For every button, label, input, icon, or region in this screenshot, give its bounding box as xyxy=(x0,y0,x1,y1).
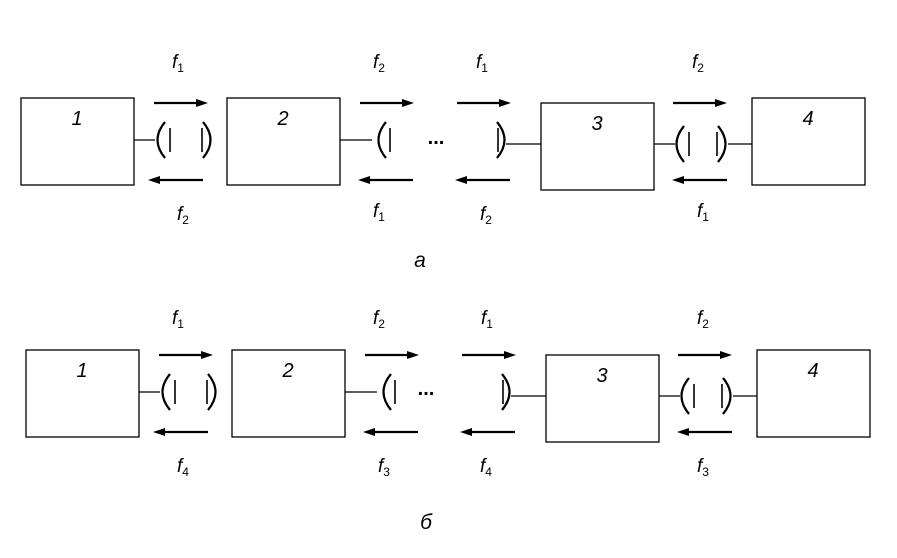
diagram-b: 1 2 3 4 f1 f4 f2 f3 xyxy=(25,308,871,534)
arrow-right-icon xyxy=(499,99,511,107)
antenna-dish-icon xyxy=(202,121,212,159)
station-box-2 xyxy=(226,97,341,186)
station-box-1 xyxy=(20,97,135,186)
station-box-1 xyxy=(25,349,140,438)
arrow-left-icon xyxy=(148,176,160,184)
antenna-dish-icon xyxy=(382,373,392,411)
antenna-dish-icon xyxy=(161,373,171,411)
forward-frequency-label: f2 xyxy=(373,52,385,75)
station-number: 4 xyxy=(807,360,818,382)
ellipsis: ... xyxy=(428,127,445,149)
station-number: 3 xyxy=(591,113,602,135)
antenna-dish-icon xyxy=(722,377,732,415)
arrow-left-icon xyxy=(460,428,472,436)
station-number: 2 xyxy=(281,360,293,382)
station-number: 3 xyxy=(596,365,607,387)
backward-frequency-label: f3 xyxy=(697,456,709,479)
forward-frequency-label: f2 xyxy=(373,308,385,331)
backward-frequency-label: f4 xyxy=(177,456,189,479)
backward-frequency-label: f3 xyxy=(378,456,390,479)
antenna-link-1: f1 f4 xyxy=(139,308,217,479)
antenna-dish-icon xyxy=(377,121,387,159)
arrow-left-icon xyxy=(455,176,467,184)
antenna-link-4: f2 f3 xyxy=(659,308,757,479)
antenna-dish-icon xyxy=(501,373,511,411)
antenna-link-4: f2 f1 xyxy=(654,52,752,224)
station-box-4 xyxy=(751,97,866,186)
diagram-a: 1 2 3 4 f1 f2 f2 f1 xyxy=(20,52,866,272)
forward-frequency-label: f1 xyxy=(172,308,184,331)
antenna-dish-icon xyxy=(680,377,690,415)
station-box-4 xyxy=(756,349,871,438)
backward-frequency-label: f4 xyxy=(480,456,492,479)
arrow-left-icon xyxy=(153,428,165,436)
antenna-dish-icon xyxy=(717,125,727,163)
antenna-link-3: f1 f2 xyxy=(455,52,541,227)
arrow-right-icon xyxy=(196,99,208,107)
station-number: 4 xyxy=(802,108,813,130)
forward-frequency-label: f2 xyxy=(692,52,704,75)
diagram-caption: а xyxy=(414,249,426,272)
backward-frequency-label: f2 xyxy=(177,204,189,227)
antenna-dish-icon xyxy=(156,121,166,159)
arrow-left-icon xyxy=(358,176,370,184)
antenna-dish-icon xyxy=(496,121,506,159)
arrow-right-icon xyxy=(715,99,727,107)
arrow-left-icon xyxy=(363,428,375,436)
antenna-link-2: f2 f3 xyxy=(345,308,419,479)
antenna-link-3: f1 f4 xyxy=(460,308,546,479)
arrow-right-icon xyxy=(402,99,414,107)
station-number: 1 xyxy=(76,360,87,382)
arrow-right-icon xyxy=(407,351,419,359)
forward-frequency-label: f1 xyxy=(172,52,184,75)
arrow-left-icon xyxy=(672,176,684,184)
forward-frequency-label: f1 xyxy=(476,52,488,75)
station-box-3 xyxy=(540,102,655,191)
backward-frequency-label: f1 xyxy=(373,201,385,224)
forward-frequency-label: f2 xyxy=(697,308,709,331)
antenna-link-1: f1 f2 xyxy=(134,52,212,227)
antenna-link-2: f2 f1 xyxy=(340,52,414,224)
forward-frequency-label: f1 xyxy=(481,308,493,331)
arrow-right-icon xyxy=(201,351,213,359)
station-number: 2 xyxy=(276,108,288,130)
station-number: 1 xyxy=(71,108,82,130)
antenna-dish-icon xyxy=(675,125,685,163)
backward-frequency-label: f1 xyxy=(697,201,709,224)
ellipsis: ... xyxy=(418,378,435,400)
arrow-left-icon xyxy=(677,428,689,436)
antenna-dish-icon xyxy=(207,373,217,411)
station-box-3 xyxy=(545,354,660,443)
station-box-2 xyxy=(231,349,346,438)
backward-frequency-label: f2 xyxy=(480,204,492,227)
arrow-right-icon xyxy=(504,351,516,359)
arrow-right-icon xyxy=(720,351,732,359)
diagram-caption: б xyxy=(420,511,433,534)
